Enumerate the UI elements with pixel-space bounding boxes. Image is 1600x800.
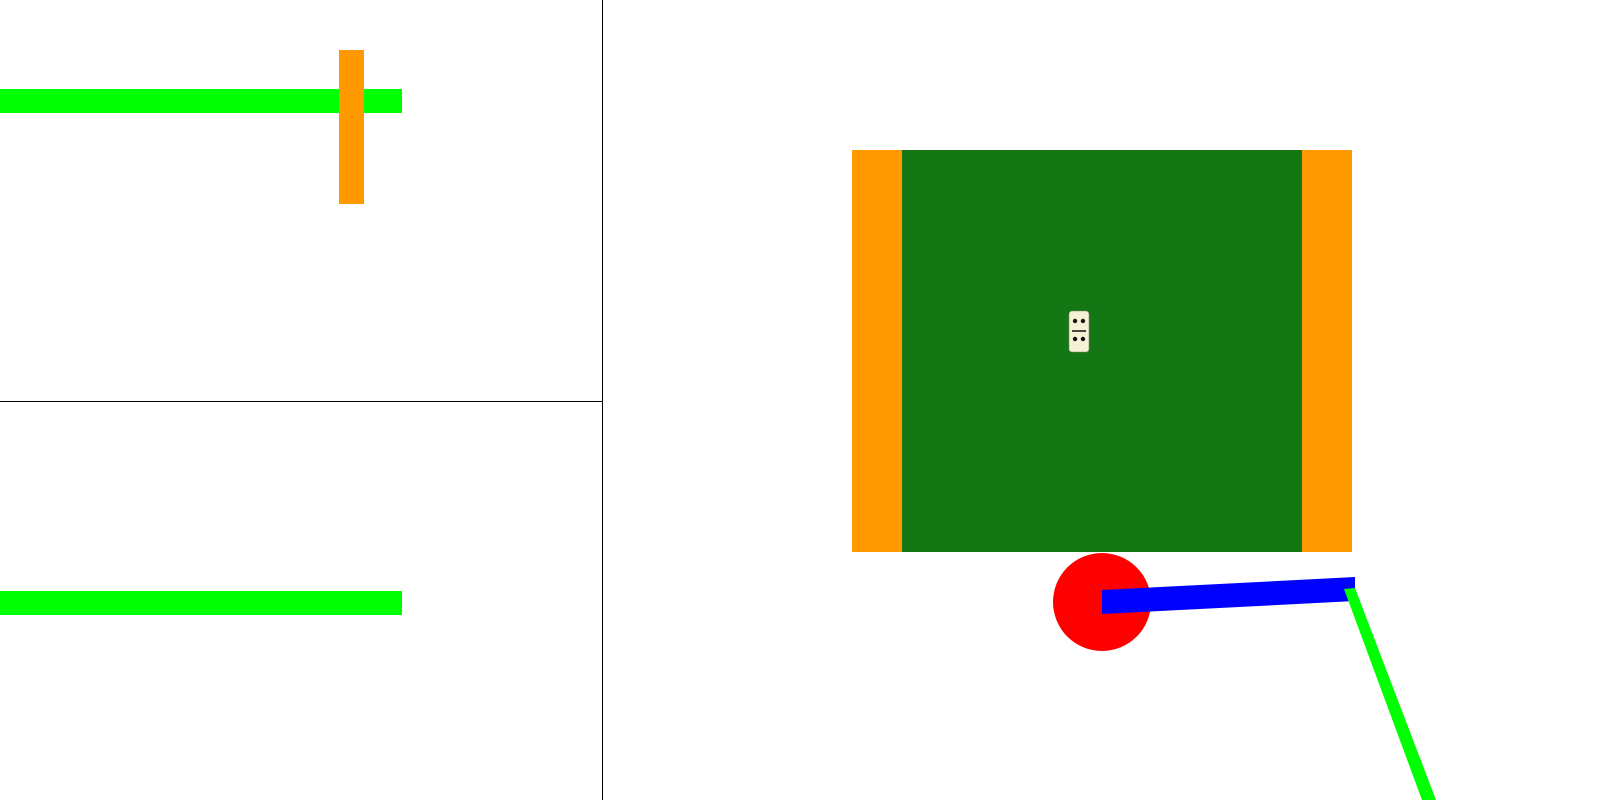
domino-top-pip-1 — [1072, 318, 1078, 324]
top-view-arm-link-green[interactable] — [1344, 588, 1436, 800]
side-view-panel — [0, 50, 402, 204]
top-view-panel — [852, 150, 1436, 800]
front-view-panel — [0, 591, 402, 615]
table-left-border — [852, 150, 902, 552]
domino-top-pip-2 — [1080, 318, 1086, 324]
side-view-gripper-orange — [339, 50, 364, 204]
top-view-arm-link-blue[interactable] — [1102, 577, 1355, 614]
table-surface — [902, 150, 1302, 552]
domino[interactable] — [1068, 310, 1090, 353]
domino-top-pips — [1072, 318, 1086, 324]
domino-bottom-pip-2 — [1080, 336, 1086, 342]
table-right-border — [1302, 150, 1352, 552]
front-view-arm-link-green — [0, 591, 402, 615]
domino-bottom-pip-1 — [1072, 336, 1078, 342]
side-view-arm-link-green — [0, 89, 402, 113]
domino-bottom-pips — [1072, 336, 1086, 342]
